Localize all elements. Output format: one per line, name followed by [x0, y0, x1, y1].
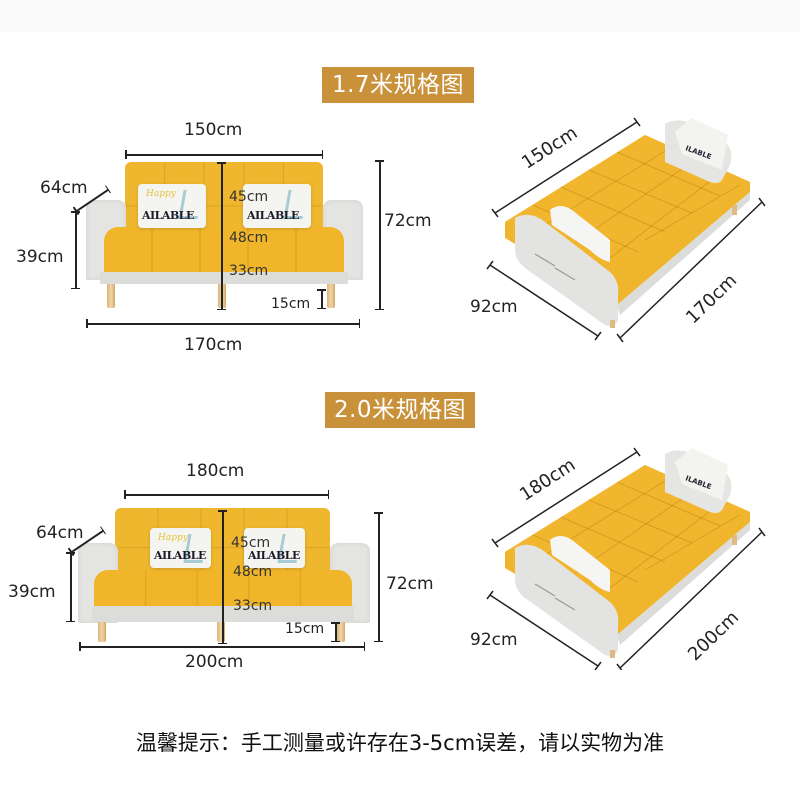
label-seat-height: 33cm	[233, 598, 273, 614]
dim-line-total-width	[79, 643, 365, 650]
pillow-main-text: AILABLE	[248, 549, 300, 562]
sofa-base	[100, 272, 348, 284]
dim-line-center-height	[219, 510, 226, 644]
pillow: AILABLE	[243, 184, 311, 228]
spec-badge-2-0m: 2.0米规格图	[325, 392, 475, 428]
sofa-leg	[107, 284, 115, 308]
sofa-leg	[217, 622, 225, 642]
label-back-height: 45cm	[229, 189, 269, 205]
pillow-main-text: AILABLE	[142, 209, 194, 222]
pillow-top-text: Happy	[146, 189, 176, 199]
label-arm-height: 39cm	[8, 582, 56, 602]
label-total-width: 200cm	[185, 652, 244, 672]
pillow: Happy AILABLE	[138, 184, 206, 228]
dim-line-total-height	[376, 160, 383, 310]
pillow-top-text: Happy	[158, 533, 188, 543]
footer-note: 温馨提示：手工测量或许存在3-5cm误差，请以实物为准	[135, 731, 665, 755]
pillow-main-text: AILABLE	[247, 209, 299, 222]
label-total-height: 72cm	[386, 574, 434, 594]
dim-line-arm-height	[72, 211, 79, 289]
label-depth: 64cm	[36, 523, 84, 543]
label-back-height: 45cm	[231, 535, 271, 551]
label-seat-depth: 48cm	[233, 564, 273, 580]
sofa-leg	[327, 284, 335, 308]
pillow: AILABLE	[244, 528, 305, 568]
label-bed-depth: 92cm	[470, 297, 518, 317]
dim-line-total-width	[86, 320, 360, 327]
top-band	[0, 0, 800, 32]
label-leg-height: 15cm	[271, 296, 311, 312]
label-bed-depth: 92cm	[470, 630, 518, 650]
dim-line-leg-height	[332, 622, 339, 642]
dim-line-arm-height	[67, 552, 74, 622]
dim-line-top-width	[125, 151, 323, 158]
pillow-main-text: AILABLE	[154, 549, 206, 562]
dim-line-total-height	[375, 512, 382, 642]
dim-line-top-width	[124, 491, 329, 498]
sofa-bed-iso-view-2-0m: ILABLE	[486, 447, 766, 670]
label-top-width: 150cm	[184, 120, 243, 140]
label-total-height: 72cm	[384, 211, 432, 231]
label-arm-height: 39cm	[16, 247, 64, 267]
pillow: Happy AILABLE	[150, 528, 211, 568]
label-seat-depth: 48cm	[229, 230, 269, 246]
spec-badge-1-7m: 1.7米规格图	[322, 67, 474, 103]
label-total-width: 170cm	[184, 335, 243, 355]
label-top-width: 180cm	[186, 461, 245, 481]
label-seat-height: 33cm	[229, 263, 269, 279]
sofa-seat-cushion	[104, 227, 344, 277]
sofa-leg	[337, 622, 345, 642]
sofa-leg	[98, 622, 106, 642]
label-leg-height: 15cm	[285, 621, 325, 637]
sofa-bed-iso-view-1-7m: ILABLE	[486, 117, 766, 343]
dim-line-leg-height	[318, 289, 325, 309]
dim-line-center-height	[218, 162, 225, 310]
label-depth: 64cm	[40, 178, 88, 198]
